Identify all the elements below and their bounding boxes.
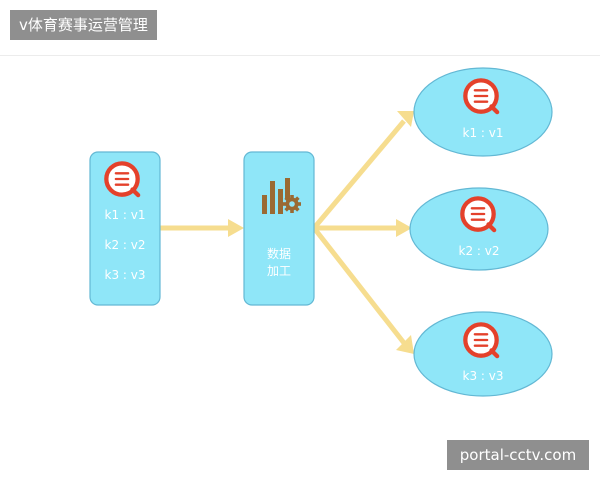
bar-chart-gear-icon [262, 178, 301, 214]
source-entry: k1 : v1 [105, 208, 146, 222]
separator [0, 55, 600, 56]
processor-box: 数据 加工 [243, 151, 315, 306]
search-list-icon [106, 163, 138, 195]
output-node: k2 : v2 [409, 187, 549, 271]
source-entry: k2 : v2 [105, 238, 146, 252]
output-node: k1 : v1 [413, 67, 553, 157]
processor-label: 加工 [267, 264, 291, 278]
flow-arrows [160, 111, 414, 354]
output-node: k3 : v3 [413, 311, 553, 397]
output-label: k1 : v1 [463, 126, 504, 140]
arrow-to-output-3 [312, 226, 414, 354]
search-list-icon [465, 324, 497, 356]
arrow-source-to-processor [160, 219, 244, 237]
search-list-icon [465, 80, 497, 112]
source-box: k1 : v1 k2 : v2 k3 : v3 [89, 151, 161, 306]
source-entry: k3 : v3 [105, 268, 146, 282]
output-label: k2 : v2 [459, 244, 500, 258]
processor-label: 数据 [267, 246, 291, 261]
arrow-to-output-2 [314, 219, 412, 237]
watermark: portal-cctv.com [447, 440, 589, 470]
arrow-to-output-1 [312, 111, 414, 230]
output-label: k3 : v3 [463, 369, 504, 383]
page-title: v体育赛事运营管理 [10, 10, 157, 40]
search-list-icon [462, 198, 494, 230]
